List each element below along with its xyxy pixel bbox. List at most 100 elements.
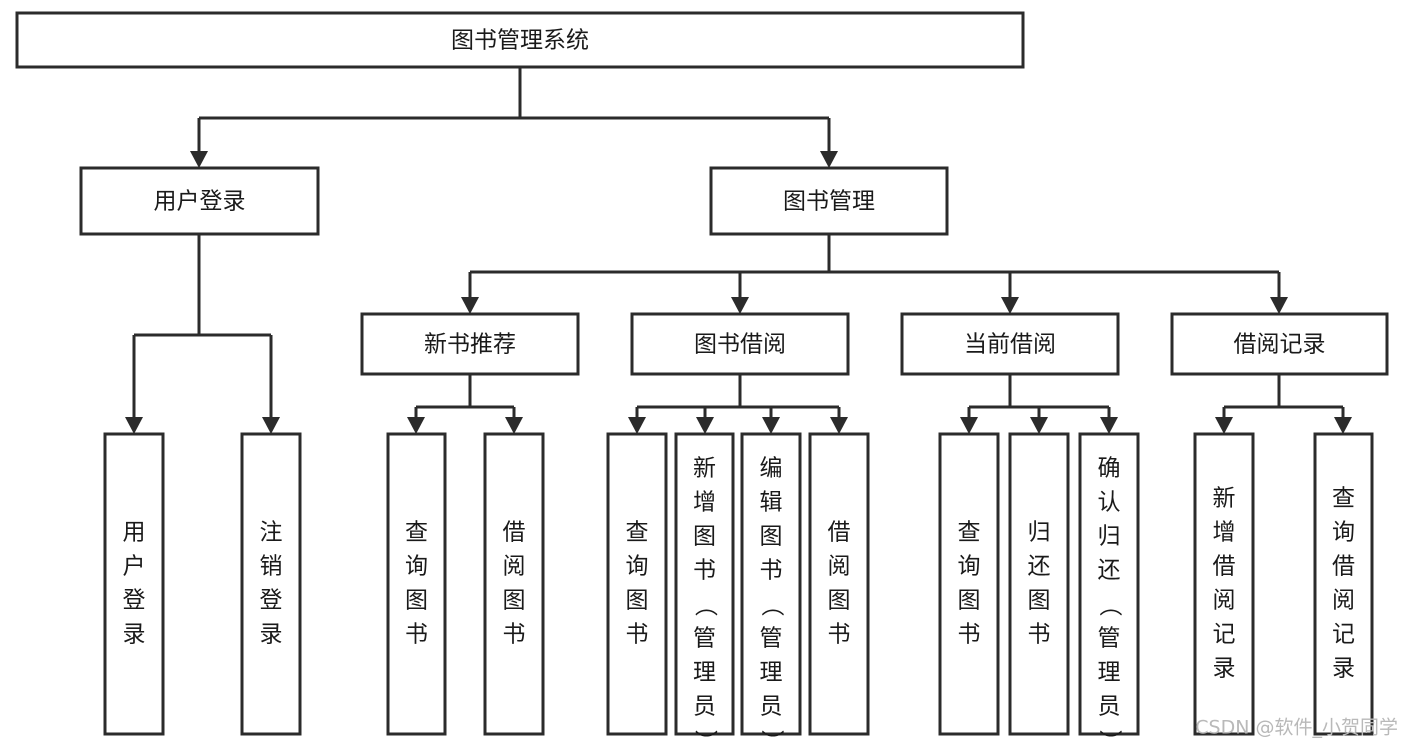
svg-text:查: 查 — [626, 520, 649, 546]
node-label-current-borrow: 当前借阅 — [964, 332, 1056, 358]
arrowhead-to-leaf-query-book-1 — [407, 417, 425, 434]
node-box-current-borrow — [900, 312, 1120, 376]
svg-text:查: 查 — [405, 520, 428, 546]
svg-text:询: 询 — [405, 554, 428, 580]
svg-text:（: （ — [759, 594, 785, 617]
svg-text:登: 登 — [260, 588, 283, 614]
svg-text:询: 询 — [626, 554, 649, 580]
node-new-book-recommend[interactable]: 新书推荐 — [360, 312, 580, 376]
arrowhead-to-leaf-edit-book-admin — [762, 417, 780, 434]
svg-text:书: 书 — [760, 558, 783, 584]
svg-text:用: 用 — [123, 520, 146, 546]
svg-text:询: 询 — [958, 554, 981, 580]
arrowhead-to-current-borrow — [1001, 297, 1019, 314]
node-label-book-borrow: 图书借阅 — [694, 332, 786, 358]
node-box-leaf-add-borrow-record — [1193, 432, 1255, 736]
svg-text:录: 录 — [1213, 656, 1236, 682]
svg-text:辑: 辑 — [760, 490, 783, 516]
arrowhead-to-leaf-query-book-3 — [960, 417, 978, 434]
node-box-borrow-record — [1170, 312, 1389, 376]
svg-text:阅: 阅 — [1213, 588, 1236, 614]
node-box-user-login — [79, 166, 320, 236]
node-box-root — [15, 11, 1025, 69]
svg-text:认: 认 — [1098, 490, 1121, 516]
svg-text:）: ） — [1097, 730, 1123, 747]
svg-text:书: 书 — [958, 622, 981, 648]
node-book-manage[interactable]: 图书管理 — [709, 166, 949, 236]
arrowhead-to-leaf-return-book — [1030, 417, 1048, 434]
arrowhead-to-book-borrow — [731, 297, 749, 314]
svg-text:新: 新 — [1213, 486, 1236, 512]
node-box-leaf-query-book-1 — [386, 432, 447, 736]
svg-text:书: 书 — [503, 622, 526, 648]
node-box-leaf-borrow-book-1 — [483, 432, 545, 736]
node-root[interactable]: 图书管理系统 — [15, 11, 1025, 69]
svg-text:记: 记 — [1332, 622, 1355, 648]
svg-text:）: ） — [692, 730, 718, 747]
arrowhead-to-user-login — [190, 151, 208, 168]
svg-text:图: 图 — [405, 588, 428, 614]
node-user-login[interactable]: 用户登录 — [79, 166, 320, 236]
node-box-leaf-confirm-return-admin — [1078, 432, 1140, 736]
node-label-book-manage: 图书管理 — [783, 189, 875, 215]
svg-text:图: 图 — [828, 588, 851, 614]
svg-text:书: 书 — [1028, 622, 1051, 648]
svg-text:图: 图 — [760, 524, 783, 550]
svg-text:增: 增 — [693, 490, 716, 516]
node-box-leaf-query-borrow-record — [1313, 432, 1374, 736]
node-label-new-book-recommend: 新书推荐 — [424, 332, 516, 358]
arrowhead-to-leaf-user-login — [125, 417, 143, 434]
node-borrow-record[interactable]: 借阅记录 — [1170, 312, 1389, 376]
svg-text:增: 增 — [1213, 520, 1236, 546]
node-box-leaf-query-book-2 — [606, 432, 668, 736]
svg-text:管: 管 — [760, 626, 783, 652]
arrowhead-to-leaf-query-borrow-record — [1334, 417, 1352, 434]
svg-text:图: 图 — [503, 588, 526, 614]
svg-text:管: 管 — [1098, 626, 1121, 652]
edge-group-from-borrow-record — [1215, 374, 1352, 434]
node-box-book-borrow — [630, 312, 850, 376]
arrowhead-to-new-book-recommend — [461, 297, 479, 314]
svg-text:询: 询 — [1332, 520, 1355, 546]
svg-text:录: 录 — [123, 622, 146, 648]
svg-text:理: 理 — [1098, 660, 1121, 686]
node-book-borrow[interactable]: 图书借阅 — [630, 312, 850, 376]
svg-text:理: 理 — [760, 660, 783, 686]
svg-text:员: 员 — [693, 694, 716, 720]
node-current-borrow[interactable]: 当前借阅 — [900, 312, 1120, 376]
node-label-user-login: 用户登录 — [154, 189, 246, 215]
node-box-leaf-borrow-book-2 — [808, 432, 870, 736]
svg-text:（: （ — [1097, 594, 1123, 617]
svg-text:（: （ — [692, 594, 718, 617]
svg-text:图: 图 — [693, 524, 716, 550]
svg-text:录: 录 — [260, 622, 283, 648]
svg-text:销: 销 — [260, 554, 283, 580]
edge-group-from-current-borrow — [960, 374, 1118, 434]
arrowhead-to-leaf-borrow-book-1 — [505, 417, 523, 434]
edge-group-from-user-login — [125, 234, 280, 434]
arrowhead-to-leaf-query-book-2 — [628, 417, 646, 434]
node-leaf-user-login[interactable]: 用户登录 — [103, 432, 165, 736]
svg-text:户: 户 — [123, 554, 146, 580]
svg-text:图: 图 — [958, 588, 981, 614]
svg-text:还: 还 — [1098, 558, 1121, 584]
node-box-leaf-edit-book-admin — [740, 432, 802, 736]
